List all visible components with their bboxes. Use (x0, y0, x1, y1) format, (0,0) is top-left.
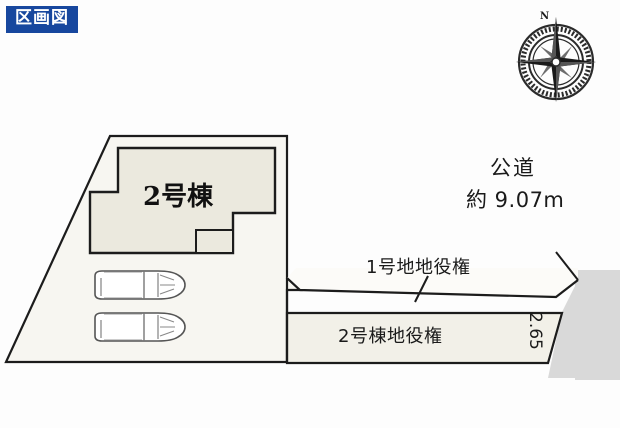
road-corner-connector (555, 251, 579, 281)
compass-rose-icon (516, 17, 596, 102)
easement-lot1-area (287, 268, 578, 297)
compass-north-label: N (540, 11, 550, 22)
public-road-width-label: 約 9.07m (466, 188, 565, 212)
public-road-label: 公道 (490, 156, 536, 180)
depth-dimension-label: 2.65 (525, 312, 545, 350)
public-road-area-upper (575, 270, 620, 380)
building-porch (195, 229, 234, 254)
figure-type-badge: 区画図 (6, 6, 78, 33)
easement-lot1-tick (414, 275, 429, 303)
parking-car-1 (94, 270, 186, 300)
parking-car-2 (94, 312, 186, 342)
building-label: 2号棟 (143, 182, 214, 212)
easement-building2-label: 2号棟地役権 (338, 326, 443, 347)
easement-lot1-lower-edge (286, 277, 579, 299)
easement-lot1-label: 1号地地役権 (366, 257, 471, 278)
